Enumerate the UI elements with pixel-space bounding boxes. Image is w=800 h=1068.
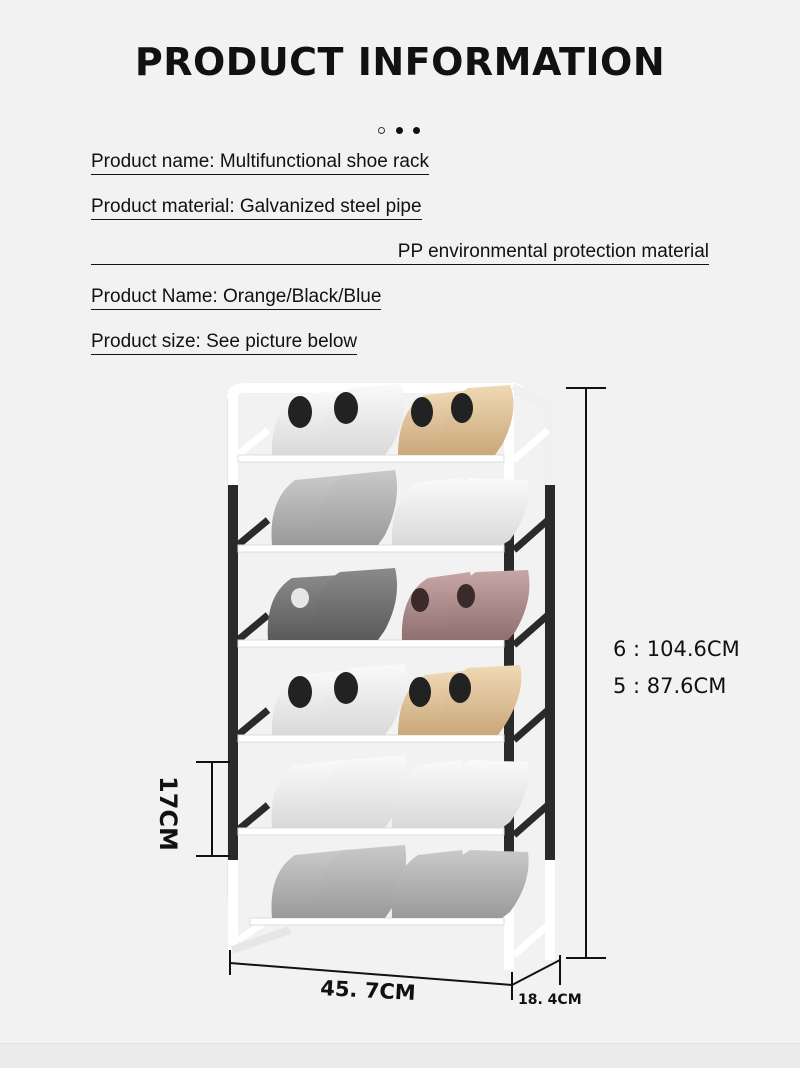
shelf-gap-label: 17CM <box>154 776 182 851</box>
dot-indicator <box>413 127 420 134</box>
depth-label: 18. 4CM <box>518 992 582 1008</box>
product-name-line: Product name: Multifunctional shoe rack <box>91 150 429 175</box>
dot-indicator <box>396 127 403 134</box>
footer-strip <box>0 1043 800 1068</box>
rack-shelves <box>237 454 505 926</box>
shoes-row-1 <box>271 384 514 455</box>
shoes-row-6 <box>271 845 529 918</box>
product-color-line: Product Name: Orange/Black/Blue <box>91 285 382 310</box>
shoes-row-5 <box>271 755 529 828</box>
height-dimension <box>566 387 606 959</box>
product-material-line: Product material: Galvanized steel pipe <box>91 195 422 220</box>
width-label: 45. 7CM <box>320 976 417 1005</box>
height-6-label: 6 : 104.6CM <box>613 637 740 661</box>
page-title: PRODUCT INFORMATION <box>134 40 666 84</box>
pagination-dots <box>376 125 426 137</box>
product-size-line: Product size: See picture below <box>91 330 358 355</box>
width-dimension <box>229 950 513 1000</box>
height-5-label: 5 : 87.6CM <box>613 674 726 698</box>
dot-indicator <box>378 127 385 134</box>
shelf-gap-dimension <box>196 761 230 857</box>
shoes-row-4 <box>271 664 522 735</box>
shoes-row-2 <box>271 470 529 545</box>
depth-dimension <box>511 955 561 986</box>
shoes-row-3 <box>267 568 530 640</box>
product-material-line-2: PP environmental protection material <box>91 240 709 265</box>
